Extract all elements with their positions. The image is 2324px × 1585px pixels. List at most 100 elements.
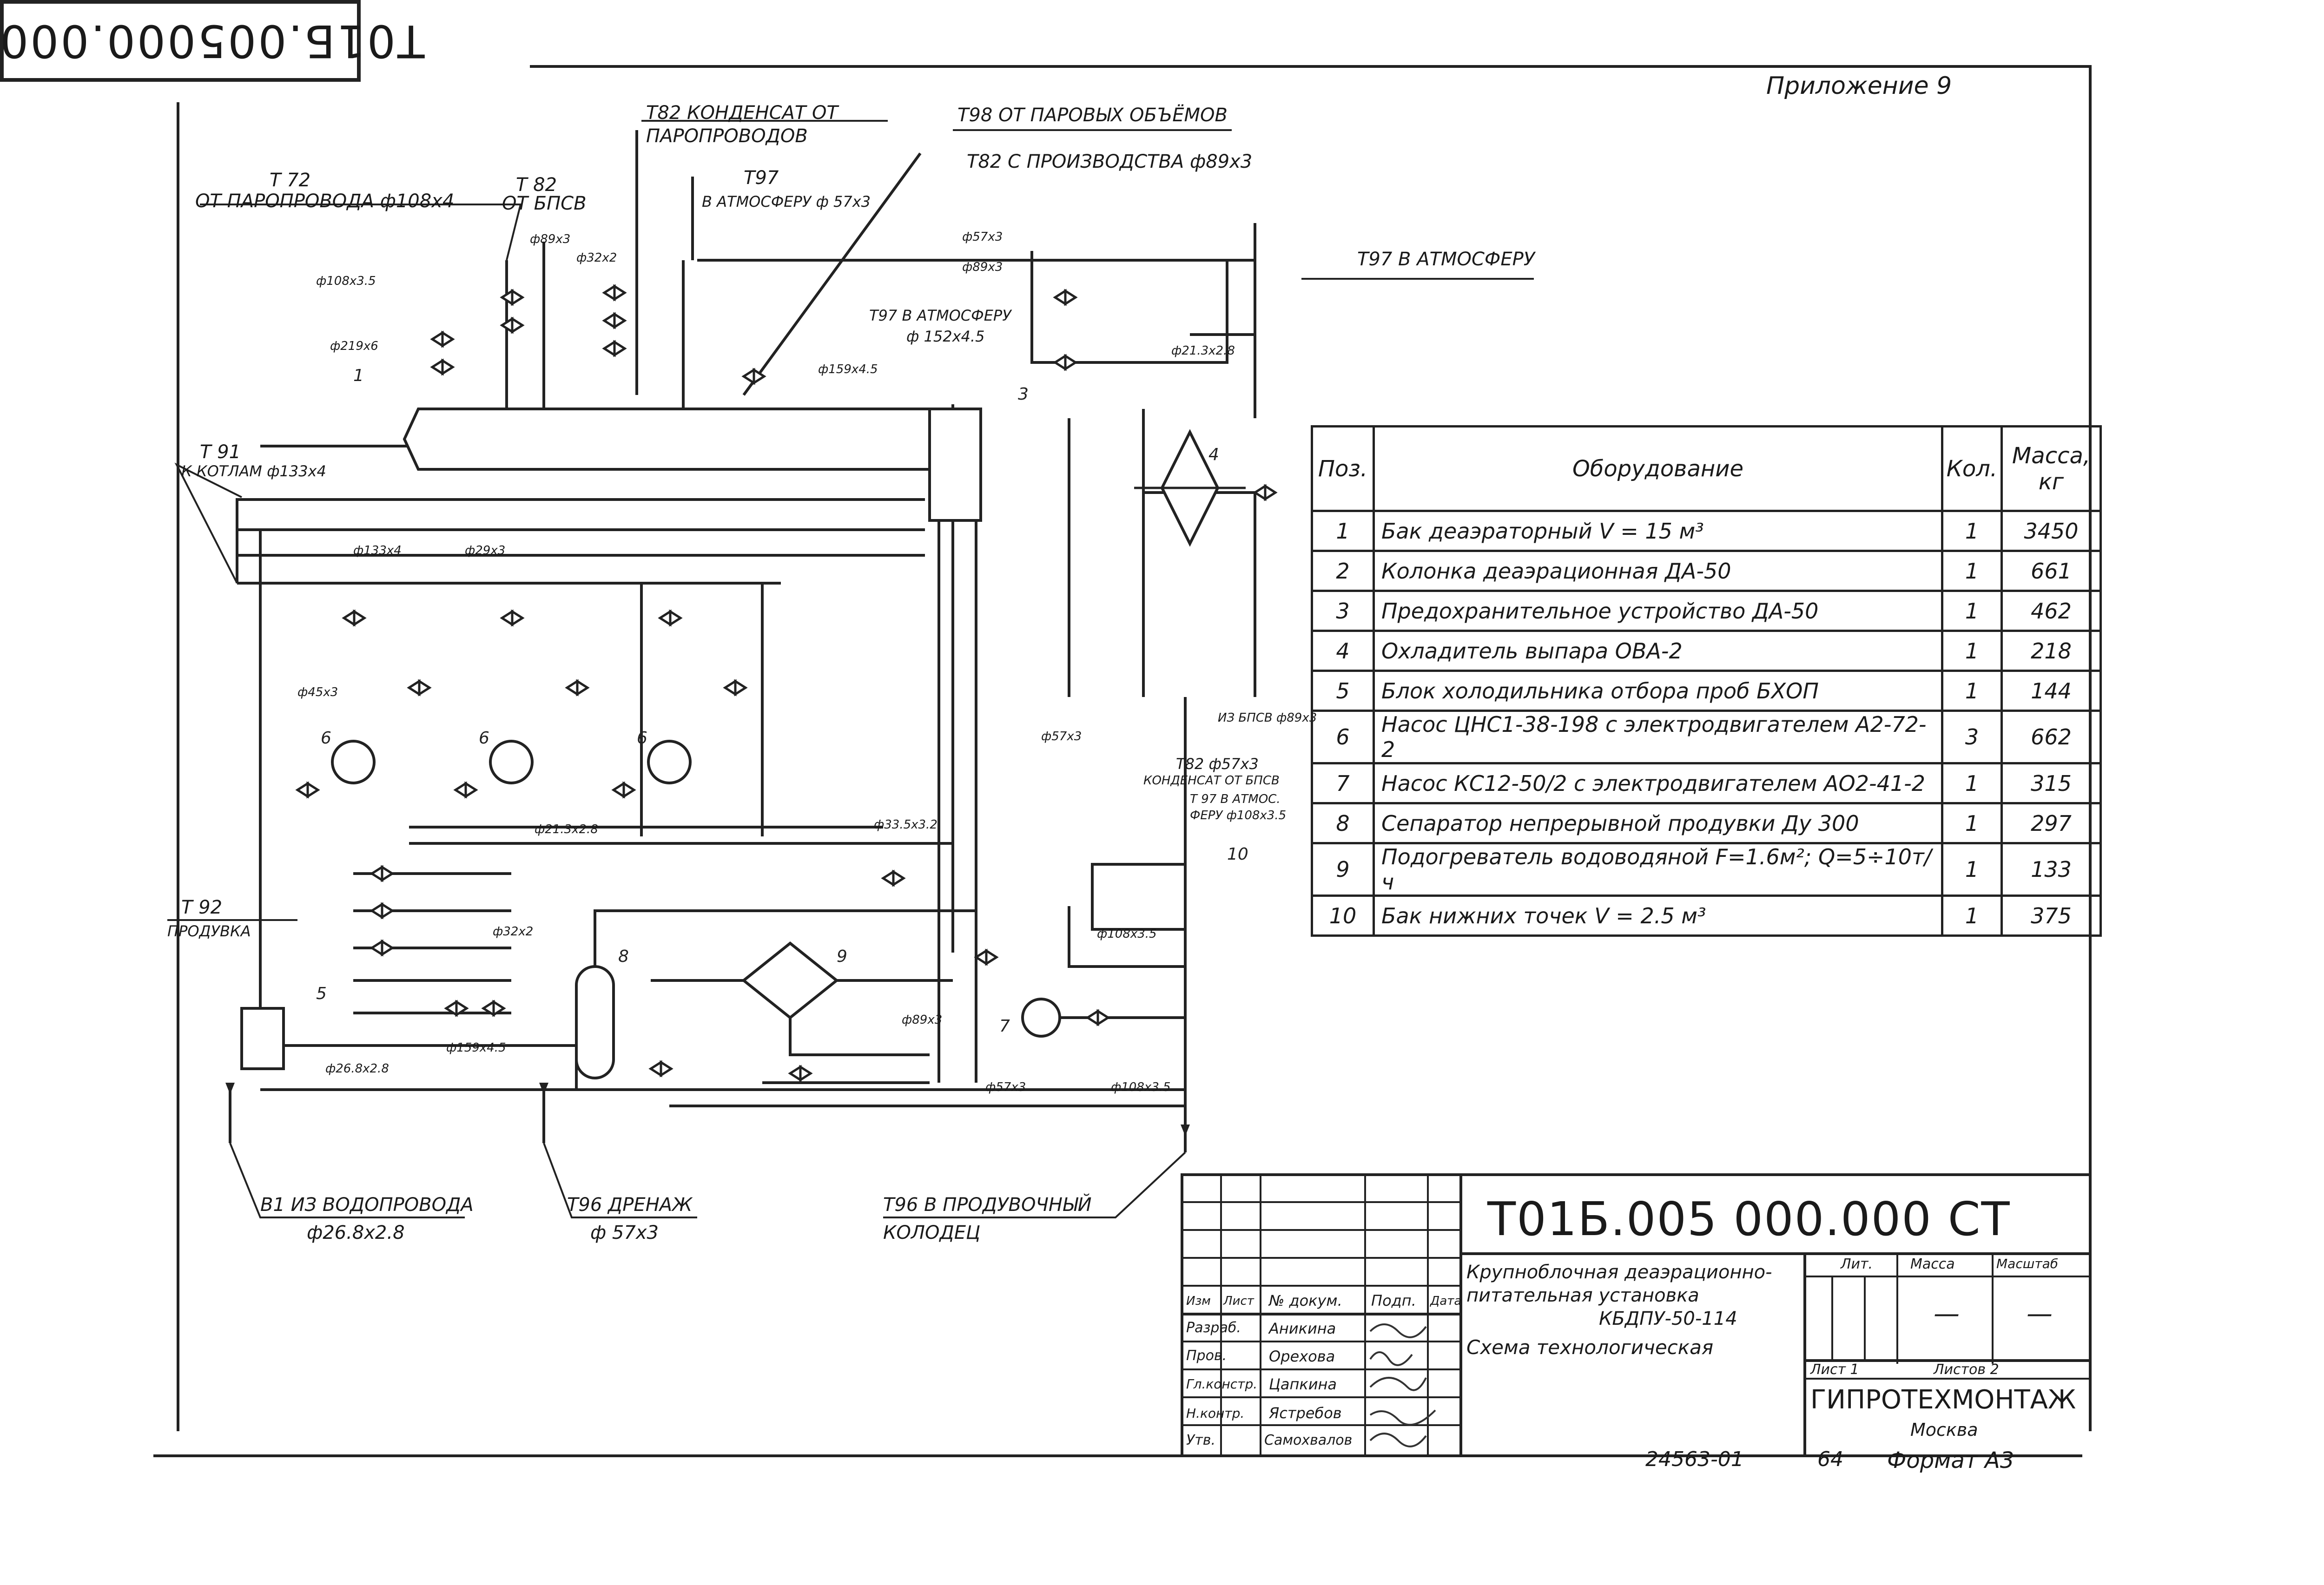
sheet-number: Лист 1 [1810,1361,1859,1378]
row-name: Колонка деаэрационная ДА-50 [1373,550,1943,592]
row-qty: 1 [1941,590,2003,632]
pipe-label-20: ф89х3 [902,1013,943,1027]
lit-label: Лит. [1841,1256,1873,1272]
row-pos: 3 [1311,590,1375,632]
table-header-row: Поз. Оборудование Кол. Масса, кг [1311,425,2102,512]
row-pos: 2 [1311,550,1375,592]
label-t72-2: ОТ ПАРОПРОВОДА ф108х4 [195,191,455,212]
pos-number-1: 1 [353,366,364,385]
label-t92: Т 92 [181,897,223,918]
row-qty: 3 [1941,710,2003,764]
role-utv: Утв. [1186,1432,1215,1448]
label-t97-atm-2: В АТМОСФЕРУ ф 57х3 [702,193,871,210]
pipe-t97-right [1190,333,1256,418]
row-mass: 661 [2000,550,2102,592]
title-block: Т01Б.005 000.000 СТ Крупноблочная деаэра… [1181,1173,2089,1457]
role-nkontr: Н.контр. [1186,1406,1245,1421]
title-line-4: Схема технологическая [1466,1336,1714,1359]
label-t96-drain: Т96 ДРЕНАЖ [567,1194,693,1216]
row-pos: 4 [1311,630,1375,672]
row-name: Насос ЦНС1-38-198 с электродвигателем А2… [1373,710,1943,764]
label-t82-bpsv-2: ОТ БПСВ [502,193,587,214]
pipe-label-4: ф32х2 [576,251,617,265]
header-equipment: Оборудование [1373,425,1943,512]
pipe-label-7: ф159х4.5 [818,362,878,376]
pipe-label-17: ф159х4.5 [446,1041,506,1055]
col-doc: № докум. [1269,1292,1342,1309]
safety-device [928,408,982,522]
header-pos: Поз. [1311,425,1375,512]
outlet-arrow-b1 [225,1083,235,1094]
leader-b1 [229,1143,465,1218]
outlet-arrow-t96-drain [539,1083,548,1094]
label-t92-2: ПРОДУВКА [167,922,251,940]
role-gkonstr: Гл.констр. [1186,1376,1258,1392]
bottom-points-tank [1091,863,1187,931]
pipe-label-21: ф108х3.5 [1111,1080,1171,1094]
valve-group-sampling [370,865,1110,1082]
row-qty: 1 [1941,802,2003,844]
row-pos: 8 [1311,802,1375,844]
pump-7 [1021,998,1061,1038]
signatures [1369,1323,1436,1447]
row-mass: 3450 [2000,510,2102,552]
pump-6-b [489,740,534,784]
row-qty: 1 [1941,894,2003,937]
name-utv: Самохвалов [1264,1432,1353,1448]
label-t97-atm: Т97 [744,167,779,189]
pipe-label-14: ф33.5х3.2 [874,818,938,832]
row-mass: 144 [2000,670,2102,712]
scale-value: — [2027,1299,2053,1329]
water-heater [741,941,839,1019]
row-name: Бак деаэраторный V = 15 м³ [1373,510,1943,552]
frame-bottom-line [153,1454,2082,1457]
deaerator-tank [403,408,969,471]
table-right-border-extension [2089,425,2092,936]
label-t97-atm-3: Т 97 В АТМОС. [1190,792,1281,806]
label-t82-57: Т82 ф57х3 [1176,755,1259,773]
label-t97-mid-2: ф 152х4.5 [906,328,985,345]
pipe-label-5: ф57х3 [962,230,1003,244]
row-mass: 315 [2000,762,2102,804]
sheets-total: Листов 2 [1934,1361,1999,1378]
outlet-arrow-t96-well [1181,1125,1190,1136]
col-izm: Изм [1186,1294,1211,1308]
row-name: Сепаратор непрерывной продувки Ду 300 [1373,802,1943,844]
pipe-label-9: ф133х4 [353,544,402,558]
label-t96-well: Т96 В ПРОДУВОЧНЫЙ [883,1194,1092,1216]
row-name: Предохранительное устройство ДА-50 [1373,590,1943,632]
title-line-2: питательная установка [1466,1285,1699,1306]
row-qty: 1 [1941,630,2003,672]
frame-left-line [177,102,179,1431]
label-t91-2: К КОТЛАМ ф133х4 [181,462,326,480]
pipe-t82-line [742,152,922,396]
pump-6-c [647,740,692,784]
label-t98: Т98 ОТ ПАРОВЫХ ОБЪЁМОВ [957,105,1228,126]
label-t96-drain-2: ф 57х3 [590,1222,659,1243]
doc-number: Т01Б.005 000.000 СТ [1487,1192,2011,1246]
role-razrab: Разраб. [1186,1320,1241,1336]
valve-group-pumps [295,609,748,799]
pipe-label-18: ф26.8х2.8 [325,1062,389,1076]
format-label: Формат А3 [1887,1447,2014,1473]
frame-top-line [530,65,2092,68]
label-t82-condensate-2: ПАРОПРОВОДОВ [646,125,808,147]
pipe-atm-top [697,223,1256,262]
pipe-label-19: ф57х3 [985,1080,1026,1094]
page-number: 64 [1817,1447,1843,1471]
label-t97-atm-3b: ФЕРУ ф108х3.5 [1190,809,1287,822]
pipe-label-15: ф108х3.5 [1097,927,1157,941]
pipe-label-11: ф45х3 [297,685,338,699]
pipe-label-12: ф21.3х2.8 [535,822,598,836]
leader-t96-well [883,1151,1186,1218]
row-pos: 6 [1311,710,1375,764]
row-pos: 5 [1311,670,1375,712]
label-t82-condensate: Т82 КОНДЕНСАТ ОТ [646,102,838,124]
